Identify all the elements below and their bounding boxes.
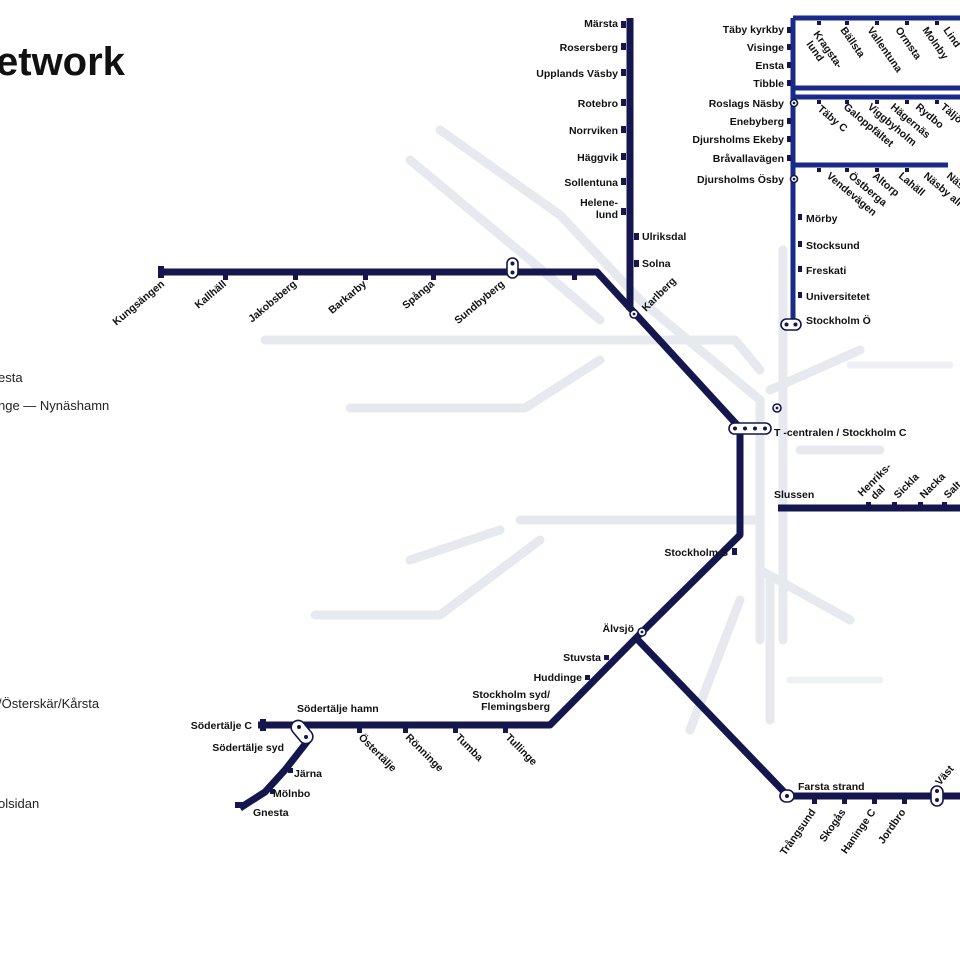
station-enebyberg: Enebyberg [730, 116, 784, 128]
station-jordbro: Jordbro [876, 807, 909, 846]
legend-entry-gnesta: esta [0, 370, 23, 385]
station-bravallavagen: Bråvallavägen [713, 153, 784, 165]
station-universitetet: Universitetet [806, 291, 870, 303]
commuter-rail-lines [160, 18, 960, 811]
stations-saltsjobanan: Slussen Henriks- dal Sickla Nacka Salt [774, 461, 960, 503]
station-solna: Solna [642, 258, 671, 270]
station-stockholm-o: Stockholm Ö [806, 314, 871, 327]
station-alvsjo: Älvsjö [602, 622, 634, 635]
station-ulriksdal: Ulriksdal [642, 231, 686, 243]
stations-roslagsbanan: Täby kyrkby Visinge Ensta Tibble Roslags… [692, 24, 960, 327]
roslagsbanan-lines [790, 15, 960, 325]
stations-kungsangen-branch: Kungsängen Kallhäll Jakobsberg Barkarby … [110, 278, 506, 328]
station-barkarby: Barkarby [326, 278, 369, 317]
station-flemingsberg-line1: Stockholm syd/ [472, 689, 550, 701]
station-helenelund-line1: Helene- [580, 197, 618, 209]
legend-entry-nynashamn: nge — Nynäshamn [0, 398, 109, 413]
station-slussen: Slussen [774, 489, 814, 501]
station-molnbo: Mölnbo [273, 788, 310, 800]
legend-entry-solsidan: olsidan [0, 796, 39, 811]
station-sodertalje-hamn: Södertälje hamn [297, 703, 379, 715]
station-trangsund: Trångsund [778, 807, 819, 858]
station-lahall: Lahäll [896, 170, 927, 199]
station-marsta: Märsta [584, 18, 618, 30]
map-title: etwork [0, 40, 126, 84]
interchange-markers [290, 98, 944, 807]
station-visinge: Visinge [747, 42, 784, 54]
station-skogas: Skogås [817, 807, 848, 845]
station-karlberg: Karlberg [640, 275, 679, 314]
station-taby-kyrkby: Täby kyrkby [723, 24, 784, 36]
station-tullinge: Tullinge [503, 732, 540, 769]
station-rotebro: Rotebro [578, 98, 618, 110]
station-flemingsberg-line2: Flemingsberg [481, 701, 550, 713]
station-stocksund: Stocksund [806, 240, 860, 252]
station-roslags-nasby: Roslags Näsby [709, 98, 784, 110]
station-ticks [158, 21, 947, 808]
stations-central-trunk: T -centralen / Stockholm C Stockholm S Ä… [472, 427, 906, 713]
station-kungsangen: Kungsängen [110, 278, 166, 328]
station-spanga: Spånga [400, 278, 437, 312]
station-sodertalje-syd: Södertälje syd [212, 742, 284, 754]
station-helenelund-line2: lund [596, 209, 618, 221]
station-tcentralen: T -centralen / Stockholm C [774, 427, 907, 439]
station-huddinge: Huddinge [534, 672, 583, 684]
station-ostertalje: Östertälje [356, 731, 400, 775]
station-stockholm-s: Stockholm S [664, 547, 728, 559]
station-farsta-strand: Farsta strand [798, 781, 865, 793]
station-balsta: Bällsta [838, 25, 868, 60]
station-rosersberg: Rosersberg [560, 42, 618, 54]
station-nacka: Nacka [918, 471, 948, 501]
station-jakobsberg: Jakobsberg [246, 278, 299, 325]
station-sickla: Sickla [892, 471, 922, 501]
station-djursholms-osby: Djursholms Ösby [697, 173, 784, 186]
station-tumba: Tumba [453, 732, 485, 764]
station-sodertalje-c: Södertälje C [191, 720, 253, 732]
station-gnesta: Gnesta [253, 807, 289, 819]
legend-entry-osterskar-karsta: /Österskär/Kårsta [0, 696, 100, 711]
station-upplands-vasby: Upplands Väsby [536, 68, 618, 80]
station-sundbyberg: Sundbyberg [452, 278, 507, 327]
station-tibble: Tibble [753, 78, 784, 90]
background-network [260, 125, 954, 735]
station-vasterhaninge: Väst [933, 763, 957, 788]
station-freskati: Freskati [806, 265, 846, 277]
station-stuvsta: Stuvsta [563, 652, 601, 664]
station-ronninge: Rönninge [403, 732, 446, 775]
station-haggvik: Häggvik [577, 152, 618, 164]
station-jarna: Järna [294, 768, 322, 780]
station-morby: Mörby [806, 213, 838, 225]
station-djursholms-ekeby: Djursholms Ekeby [692, 134, 784, 146]
station-ensta: Ensta [755, 60, 784, 72]
station-sollentuna: Sollentuna [564, 177, 618, 189]
stations-sodertalje-branch: Tullinge Tumba Rönninge Östertälje Söder… [191, 703, 540, 819]
station-norrviken: Norrviken [569, 125, 618, 137]
station-kallhall: Kallhäll [193, 278, 229, 311]
stations-nynashamn-branch: Farsta strand Trångsund Skogås Haninge C… [778, 763, 957, 858]
